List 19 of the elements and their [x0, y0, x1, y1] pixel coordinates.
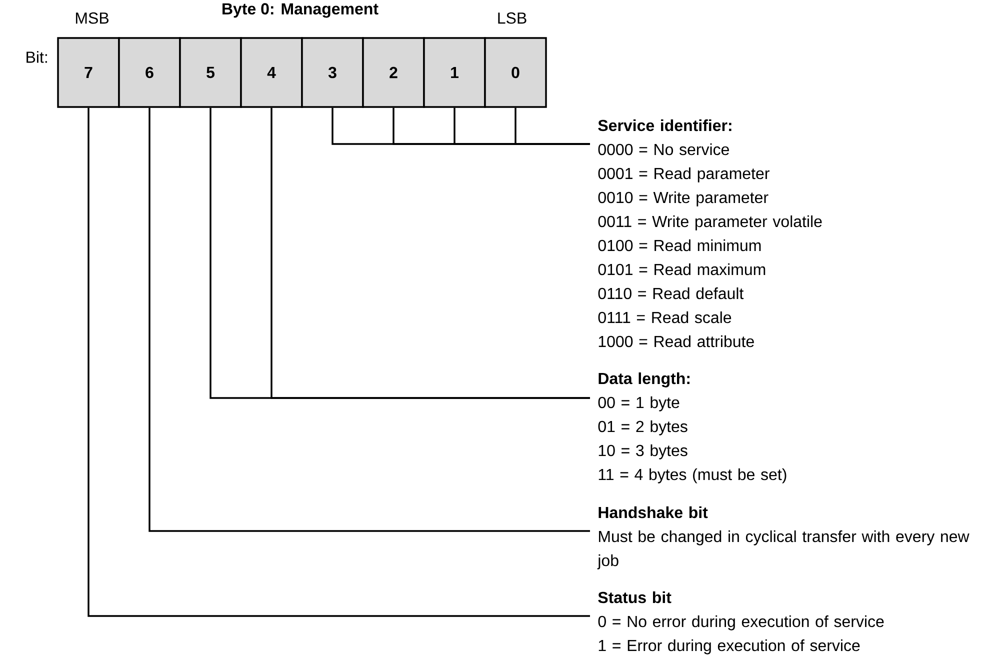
description-text: Data length: 00 = 1 byte 01 = 2 bytes 10 = 3 bytes 11 = 4 bytes (must be set)	[598, 372, 786, 484]
description-text: Handshake bit Must be changed in cyclical transfer with every new job	[597, 506, 970, 570]
connector-line	[270, 108, 590, 399]
bit-cell: 7	[57, 37, 120, 108]
bit-cell: 1	[423, 37, 486, 108]
description-text: Service identifier: 0000 = No service 0001 = Read parameter 0010 = Write parameter 0011 = Write parameter volatile 0100 = Read minimum 0101 = Read maximum 0110 = Read default 0111 = Read scale 1000 = Read attribute	[598, 119, 822, 348]
label: LSB	[498, 12, 526, 24]
bit-cell: 5	[179, 37, 242, 108]
connector-line	[88, 108, 590, 617]
bit-cell: 3	[301, 37, 364, 108]
bit-cell: 4	[240, 37, 303, 108]
description-text: Status bit 0 = No error during execution of service 1 = Error during execution of service	[598, 591, 884, 654]
label: MSB	[76, 12, 108, 24]
connector-line	[148, 108, 590, 532]
bit-cell: 2	[362, 37, 425, 108]
bit-cell: 6	[118, 37, 181, 108]
bit-cell: 0	[484, 37, 547, 108]
title: Byte 0: Management	[222, 3, 378, 18]
connector-line	[514, 108, 590, 145]
